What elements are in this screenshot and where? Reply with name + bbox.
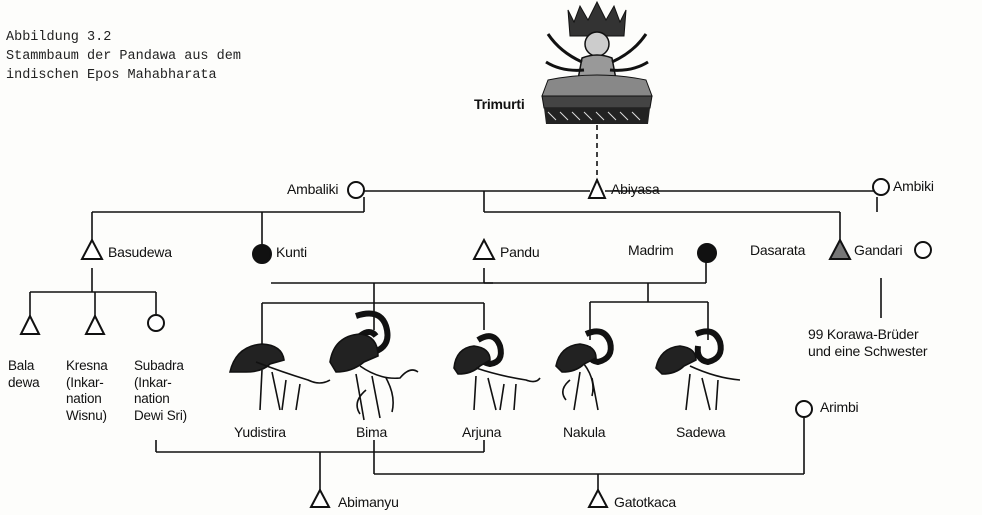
bima-label: Bima <box>356 424 387 440</box>
basudewa-label: Basudewa <box>108 244 172 260</box>
kresna-line-4: Wisnu) <box>66 408 108 425</box>
kresna-line-2: (Inkar- <box>66 375 108 392</box>
trimurti-figure <box>542 2 652 124</box>
dasarata-label: Dasarata <box>750 242 805 258</box>
subadra-line-4: Dewi Sri) <box>134 408 187 425</box>
kresna-label: Kresna (Inkar- nation Wisnu) <box>66 358 108 424</box>
kunti-female-symbol <box>253 245 271 263</box>
arimbi-label: Arimbi <box>820 399 858 415</box>
bala-dewa-line-2: dewa <box>8 375 39 392</box>
subadra-female-symbol <box>148 315 164 331</box>
pandu-label: Pandu <box>500 244 539 260</box>
arimbi-female-symbol <box>796 401 812 417</box>
abimanyu-male-symbol <box>311 490 329 507</box>
subadra-line-2: (Inkar- <box>134 375 187 392</box>
kresna-line-1: Kresna <box>66 358 108 375</box>
basudewa-male-symbol <box>82 240 102 259</box>
yudistira-label: Yudistira <box>234 424 286 440</box>
kresna-line-3: nation <box>66 391 108 408</box>
subadra-line-3: nation <box>134 391 187 408</box>
pandawa-puppets <box>230 314 740 420</box>
korawa-line-1: 99 Korawa-Brüder <box>808 326 927 343</box>
nakula-label: Nakula <box>563 424 605 440</box>
gandari-female-symbol <box>915 242 931 258</box>
gatotkaca-label: Gatotkaca <box>614 494 676 510</box>
ambaliki-label: Ambaliki <box>287 181 338 197</box>
subadra-label: Subadra (Inkar- nation Dewi Sri) <box>134 358 187 424</box>
kunti-label: Kunti <box>276 244 307 260</box>
abimanyu-label: Abimanyu <box>338 494 399 510</box>
abiyasa-label: Abiyasa <box>611 181 659 197</box>
arjuna-label: Arjuna <box>462 424 501 440</box>
nakula-puppet <box>556 331 611 410</box>
korawa-label: 99 Korawa-Brüder und eine Schwester <box>808 326 927 359</box>
trimurti-label: Trimurti <box>474 96 525 112</box>
yudistira-puppet <box>230 344 330 410</box>
subadra-line-1: Subadra <box>134 358 187 375</box>
kresna-male-symbol <box>86 316 104 334</box>
sadewa-label: Sadewa <box>676 424 725 440</box>
sadewa-puppet <box>656 331 740 410</box>
madrim-label: Madrim <box>628 242 673 258</box>
bala-dewa-male-symbol <box>21 316 39 334</box>
pandu-male-symbol <box>474 240 494 259</box>
ambaliki-female-symbol <box>348 182 364 198</box>
arjuna-puppet <box>454 336 540 410</box>
gandari-label: Gandari <box>854 242 902 258</box>
ambiki-female-symbol <box>873 179 889 195</box>
korawa-line-2: und eine Schwester <box>808 343 927 360</box>
madrim-female-symbol <box>698 244 716 262</box>
dasarata-male-symbol <box>830 240 850 259</box>
gatotkaca-male-symbol <box>589 490 607 507</box>
ambiki-label: Ambiki <box>893 178 934 194</box>
abiyasa-male-symbol <box>589 180 605 198</box>
bala-dewa-label: Bala dewa <box>8 358 39 391</box>
bala-dewa-line-1: Bala <box>8 358 39 375</box>
